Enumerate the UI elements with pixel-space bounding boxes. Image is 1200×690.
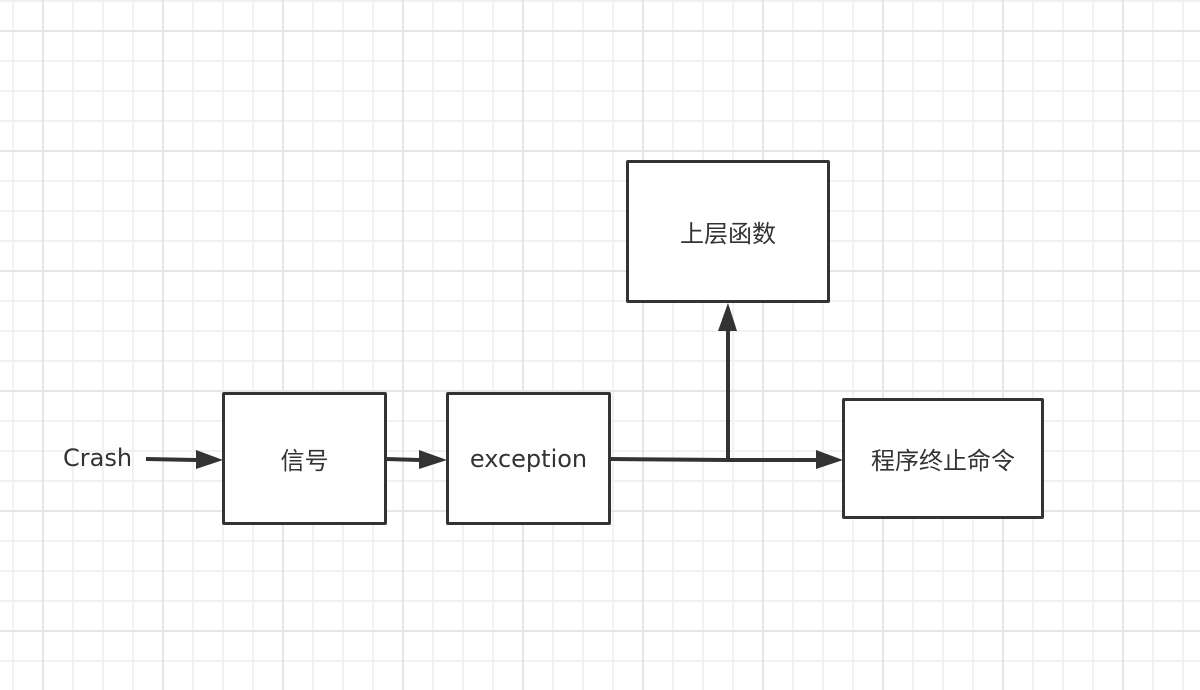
arrowhead-crash-to-signal (196, 450, 223, 469)
node-signal[interactable]: 信号 (222, 392, 387, 525)
node-upper-function[interactable]: 上层函数 (626, 160, 830, 303)
node-upper-function-label: 上层函数 (680, 220, 776, 248)
edge-signal-to-exception (385, 457, 421, 462)
arrowhead-signal-to-exception (419, 450, 447, 469)
node-terminate-command-label: 程序终止命令 (871, 447, 1015, 475)
node-exception-label: exception (469, 444, 588, 473)
crash-label: Crash (63, 444, 133, 472)
node-terminate-command[interactable]: 程序终止命令 (842, 398, 1044, 519)
edge-exception-trunk (609, 457, 729, 462)
arrowhead-to-upper-function (718, 303, 737, 331)
arrowhead-to-terminate-command (816, 450, 843, 469)
node-exception[interactable]: exception (446, 392, 611, 525)
node-signal-label: 信号 (280, 447, 329, 475)
edge-crash-to-signal (145, 457, 197, 462)
